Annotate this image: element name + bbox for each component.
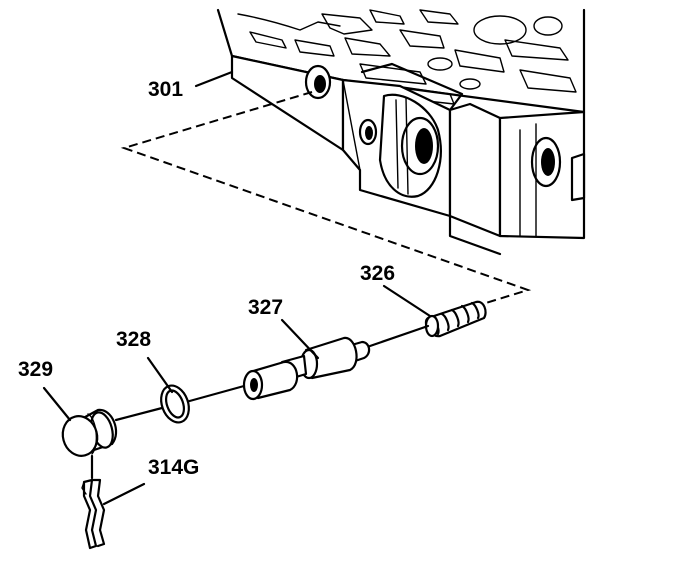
assembly-axis-line	[184, 384, 246, 404]
assembly-axis-line	[368, 324, 430, 348]
label-valve: 327	[248, 296, 283, 319]
label-retainer-clip: 314G	[148, 456, 199, 479]
label-valve-body: 301	[148, 78, 183, 101]
spring-part	[424, 300, 487, 338]
leader-lines	[42, 70, 432, 506]
assembly-axis-line	[114, 406, 164, 422]
o-ring-part	[160, 384, 190, 424]
label-plug: 329	[18, 358, 53, 381]
plug-part	[61, 408, 118, 457]
valve-body-casting	[216, 8, 586, 256]
retainer-clip-part	[81, 478, 106, 550]
label-spring: 326	[360, 262, 395, 285]
installation-path-dashed	[120, 91, 532, 307]
label-o-ring: 328	[116, 328, 151, 351]
valve-part	[242, 336, 371, 401]
